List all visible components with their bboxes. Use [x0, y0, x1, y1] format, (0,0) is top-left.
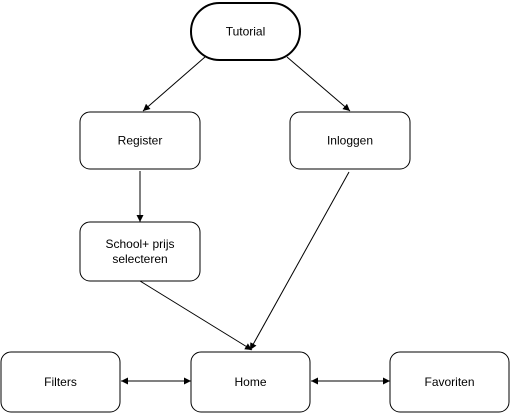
- node-school-label: selecteren: [112, 252, 167, 266]
- node-register: Register: [79, 111, 201, 170]
- node-school-shape: [79, 221, 201, 282]
- node-favorieten-shape: [389, 351, 510, 413]
- edge-inloggen-to-home: [249, 171, 350, 351]
- node-inloggen-label: Inloggen: [327, 134, 373, 148]
- node-tutorial: Tutorial: [190, 2, 301, 61]
- edge-tutorial-to-inloggen: [286, 56, 351, 112]
- node-tutorial-shape: [190, 2, 301, 61]
- node-school-label: School+ prijs: [105, 237, 174, 251]
- edge-school-to-home: [139, 280, 253, 351]
- edges-layer: [121, 56, 390, 385]
- node-home-label: Home: [234, 375, 266, 389]
- node-home: Home: [190, 351, 311, 413]
- node-tutorial-label: Tutorial: [226, 25, 266, 39]
- edge-tutorial-to-register: [142, 56, 206, 112]
- node-home-shape: [190, 351, 311, 413]
- node-filters: Filters: [0, 351, 121, 413]
- node-favorieten-label: Favoriten: [424, 375, 474, 389]
- node-inloggen-shape: [289, 111, 411, 170]
- node-register-shape: [79, 111, 201, 170]
- node-filters-shape: [0, 351, 121, 413]
- node-register-label: Register: [118, 134, 163, 148]
- node-filters-label: Filters: [44, 375, 77, 389]
- node-inloggen: Inloggen: [289, 111, 411, 170]
- node-favorieten: Favoriten: [389, 351, 510, 413]
